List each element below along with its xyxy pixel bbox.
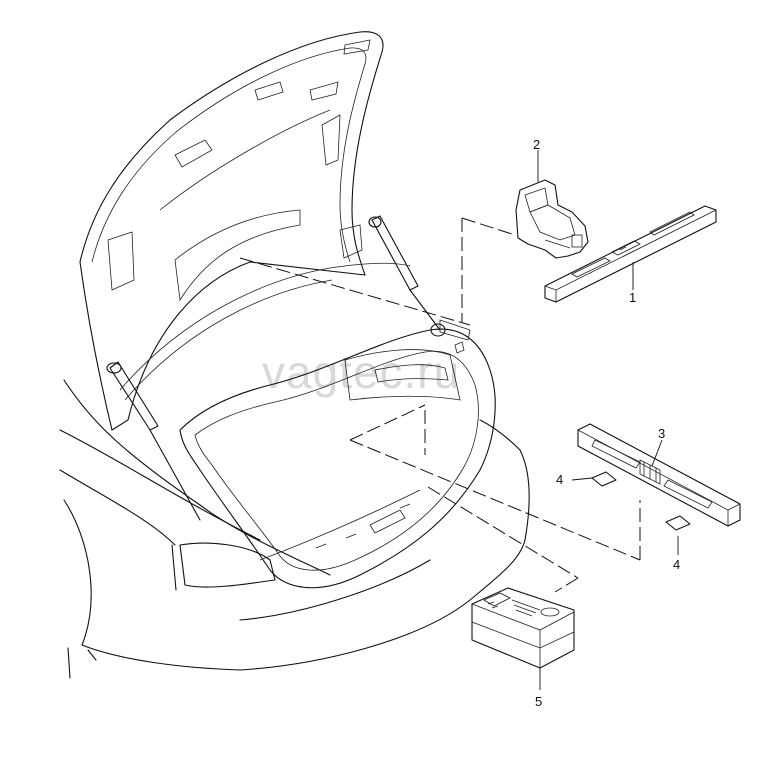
callout-1: 1 [629, 290, 636, 305]
part-4-pad-a [591, 471, 617, 487]
part-5-kit-box [471, 587, 575, 669]
gas-strut-left [106, 361, 201, 521]
dashed-leaders [239, 217, 641, 593]
callout-5: 5 [535, 694, 542, 709]
watermark: vagtec.ru [262, 346, 460, 398]
car-rear-body [59, 31, 530, 679]
callout-4-a: 4 [556, 472, 563, 487]
part-3-tool-strip [577, 423, 741, 527]
callout-4-b: 4 [673, 557, 680, 572]
part-2-bracket [515, 179, 589, 259]
callout-3: 3 [658, 426, 665, 441]
callout-leaders [537, 150, 679, 690]
gas-strut-right [368, 215, 446, 337]
part-1-tool-strip [544, 205, 717, 303]
callout-2: 2 [533, 137, 540, 152]
part-4-pad-b [665, 515, 691, 531]
